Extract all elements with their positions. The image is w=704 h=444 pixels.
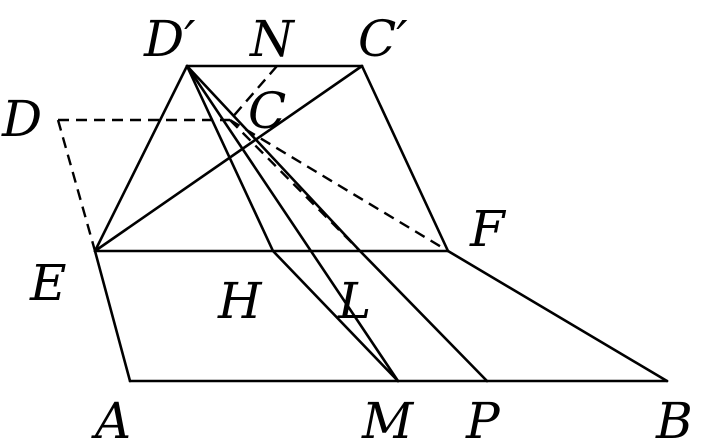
segment-f-b	[446, 249, 669, 383]
segment-d-prime-h	[185, 64, 275, 253]
label-d-prime: D′	[143, 10, 196, 68]
label-f: F	[469, 200, 507, 258]
label-m: M	[361, 392, 415, 444]
label-e: E	[29, 254, 67, 312]
label-c-prime: C′	[358, 10, 408, 68]
labels-group: D′ N C′ D C F E H L A M P B	[1, 10, 693, 444]
segment-l-p	[358, 249, 489, 383]
label-l: L	[337, 272, 371, 330]
label-p: P	[465, 392, 501, 444]
segment-n-c-dashed	[229, 65, 278, 121]
segment-d-prime-e	[93, 64, 189, 253]
label-d: D	[1, 90, 42, 148]
segments-group	[56, 64, 669, 383]
segment-c-prime-f	[360, 64, 450, 253]
segment-c-f-dashed	[229, 118, 449, 253]
label-a: A	[91, 392, 131, 444]
label-h: H	[217, 272, 263, 330]
label-b: B	[655, 392, 693, 444]
label-c: C	[248, 82, 286, 140]
label-n: N	[249, 10, 296, 68]
segment-e-c-prime	[93, 64, 364, 253]
segment-a-e	[93, 249, 132, 383]
segment-d-prime-m	[185, 64, 400, 383]
segment-d-e-dashed	[56, 119, 97, 252]
segment-d-prime-l	[185, 64, 362, 253]
segment-h-m	[271, 249, 400, 383]
